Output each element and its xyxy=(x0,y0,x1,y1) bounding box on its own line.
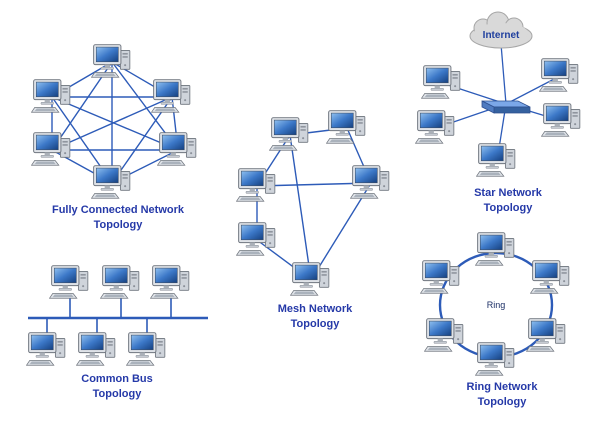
ring-topology xyxy=(420,232,570,376)
label-line: Star Network xyxy=(474,187,542,199)
label-line: Common Bus xyxy=(81,373,153,385)
computer-icon xyxy=(126,332,166,366)
computer-icon xyxy=(49,265,89,299)
computer-icon xyxy=(26,332,66,366)
computer-icon xyxy=(150,265,190,299)
star-topology xyxy=(415,11,581,177)
common-bus-topology xyxy=(26,265,208,366)
bus-links xyxy=(28,296,208,344)
computer-icon xyxy=(31,132,71,166)
computer-icon xyxy=(236,222,276,256)
star-topology-label: Star Network Topology xyxy=(474,186,542,216)
computer-icon xyxy=(269,117,309,151)
label-line: Topology xyxy=(93,219,143,231)
fully-connected-topology xyxy=(31,44,197,199)
mesh-topology xyxy=(236,110,390,296)
computer-icon xyxy=(157,132,197,166)
computer-icon xyxy=(290,262,330,296)
computer-icon xyxy=(31,79,71,113)
fully-connected-topology-label: Fully Connected Network Topology xyxy=(52,203,184,233)
mesh-topology-label: Mesh Network Topology xyxy=(278,302,353,332)
label-line: Ring Network xyxy=(466,381,538,393)
computer-icon xyxy=(100,265,140,299)
computer-icon xyxy=(475,342,515,376)
computer-icon xyxy=(541,103,581,137)
computer-icon xyxy=(539,58,579,92)
label-line: Topology xyxy=(290,318,340,330)
internet-label: Internet xyxy=(482,30,520,41)
computer-icon xyxy=(91,44,131,78)
common-bus-topology-label: Common Bus Topology xyxy=(81,372,153,402)
network-switch-icon xyxy=(481,100,531,114)
label-line: Fully Connected Network xyxy=(51,204,185,216)
computer-icon xyxy=(475,232,515,266)
computer-icon xyxy=(326,110,366,144)
mesh-links xyxy=(256,127,372,281)
computer-icon xyxy=(415,110,455,144)
label-line: Topology xyxy=(92,388,142,400)
label-line: Topology xyxy=(483,202,533,214)
computer-icon xyxy=(151,79,191,113)
computer-icon xyxy=(350,165,390,199)
computer-icon xyxy=(91,165,131,199)
computer-icon xyxy=(420,260,460,294)
computer-icon xyxy=(424,318,464,352)
ring-topology-label: Ring Network Topology xyxy=(467,380,538,410)
ring-center-label: Ring xyxy=(486,300,506,310)
computer-icon xyxy=(526,318,566,352)
computer-icon xyxy=(530,260,570,294)
computer-icon xyxy=(421,65,461,99)
internet-cloud xyxy=(469,11,533,49)
computer-icon xyxy=(236,168,276,202)
computer-icon xyxy=(476,143,516,177)
label-line: Topology xyxy=(477,396,527,408)
label-line: Mesh Network xyxy=(277,303,353,315)
computer-icon xyxy=(76,332,116,366)
